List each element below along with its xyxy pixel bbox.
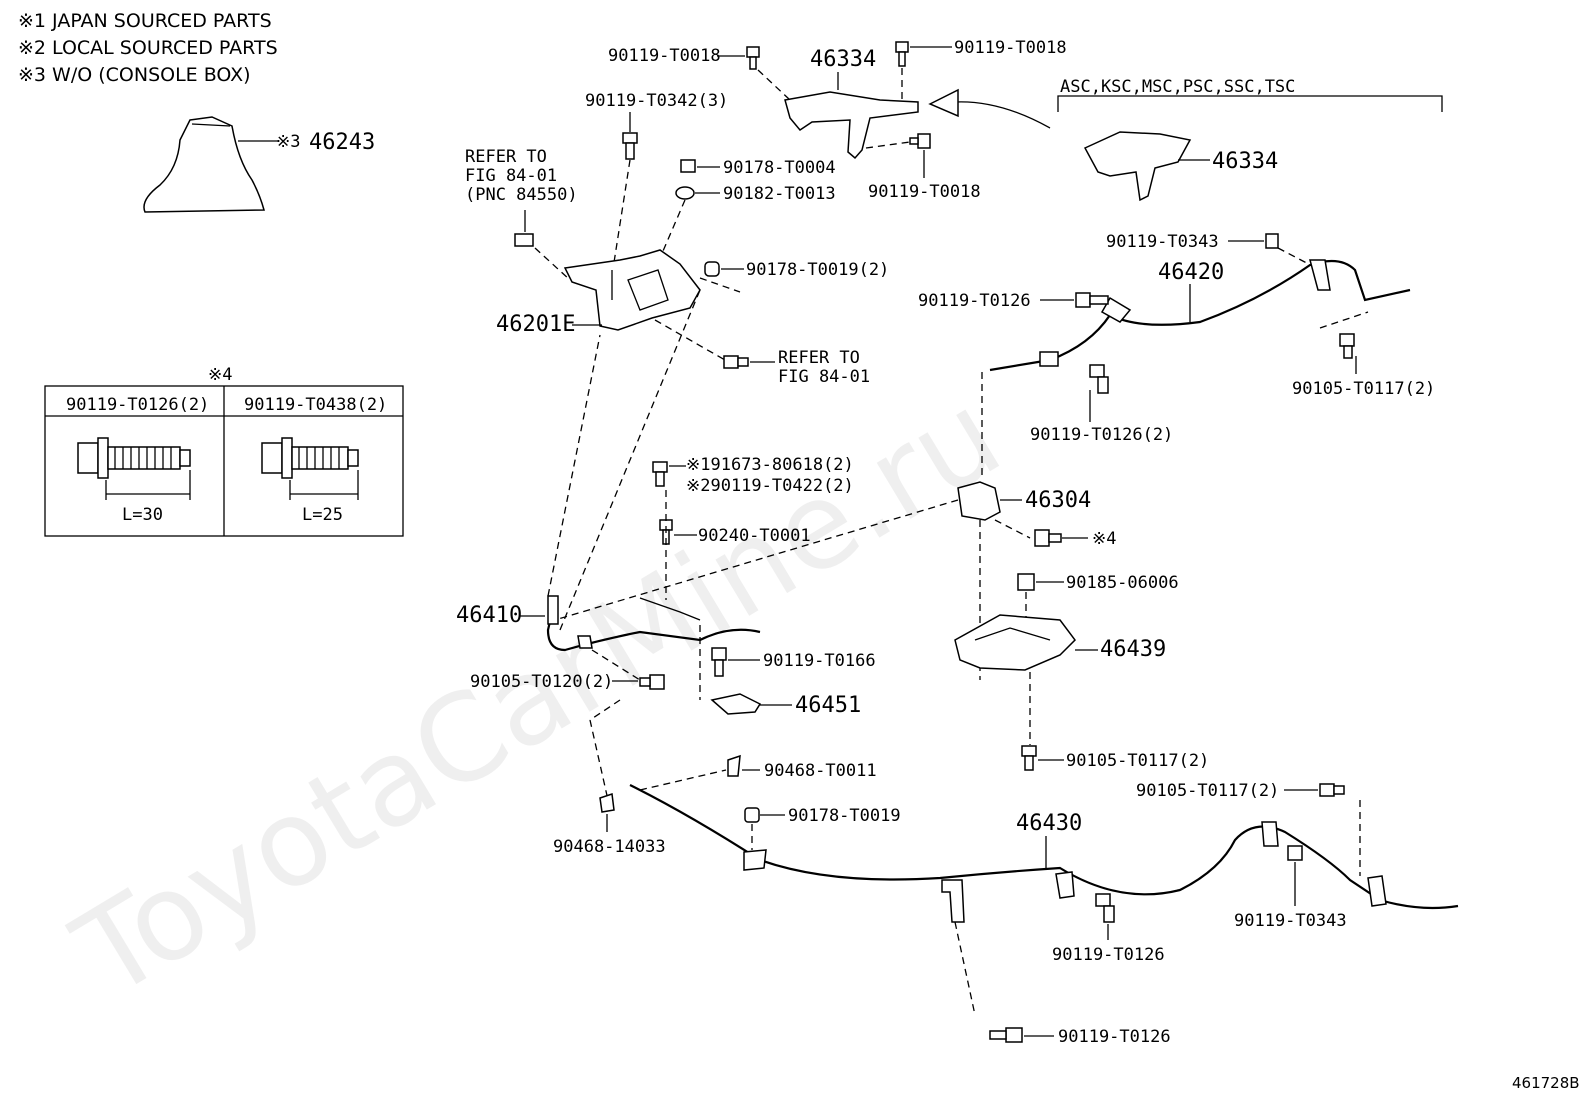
- label-90240-t0001: 90240-T0001: [698, 526, 811, 546]
- note-japan-sourced: ※1 JAPAN SOURCED PARTS: [18, 10, 272, 32]
- clip-icon: [514, 233, 534, 247]
- note-without-console: ※3 W/O (CONSOLE BOX): [18, 64, 251, 86]
- label-90468-14033: 90468-14033: [553, 837, 666, 857]
- ref2-line2: FIG 84-01: [778, 367, 870, 387]
- label-46243: 46243: [309, 130, 375, 155]
- label-90182-t0013: 90182-T0013: [723, 184, 836, 204]
- ref1-line1: REFER TO: [465, 147, 547, 167]
- length-l30: L=30: [122, 505, 163, 525]
- label-90119-t0018-c: 90119-T0018: [868, 182, 981, 202]
- part-46304: 46304 ※4: [554, 481, 1116, 680]
- variant-label: ASC,KSC,MSC,PSC,SSC,TSC: [1060, 77, 1295, 97]
- notes: ※1 JAPAN SOURCED PARTS ※2 LOCAL SOURCED …: [18, 10, 278, 86]
- bolt-icon: [652, 461, 668, 487]
- nut-icon: [1017, 573, 1035, 591]
- label-46304: 46304: [1025, 488, 1091, 513]
- bolt-icon: [895, 41, 909, 67]
- bolt-icon: [1089, 364, 1109, 394]
- variant-46334: ASC,KSC,MSC,PSC,SSC,TSC 46334: [1057, 77, 1443, 202]
- bolt-l25-icon: L=25: [261, 437, 359, 525]
- bolt-icon: [723, 355, 749, 369]
- label-290119-t0422: ※290119-T0422(2): [686, 476, 854, 496]
- watermark: ToyotaCarMine.ru: [52, 366, 1023, 1026]
- bolt-icon: [711, 647, 727, 677]
- bolt-icon: [1095, 893, 1115, 923]
- label-90105-t0117-b: 90105-T0117(2): [1066, 751, 1209, 771]
- label-46334-a: 46334: [810, 47, 876, 72]
- bolt-icon: [1034, 529, 1062, 547]
- ref2-line1: REFER TO: [778, 348, 860, 368]
- bolt-l30-icon: L=30: [77, 437, 191, 525]
- label-90119-t0126-2: 90119-T0126(2): [1030, 425, 1173, 445]
- label-46430: 46430: [1016, 811, 1082, 836]
- label-46439: 46439: [1100, 637, 1166, 662]
- bolt-icon: [1319, 783, 1345, 797]
- label-90119-t0126-c: 90119-T0126: [1058, 1027, 1171, 1047]
- washer-icon: [675, 186, 695, 200]
- bolt-icon: [909, 133, 931, 149]
- part-46201e: 90119-T0342(3) REFER TO FIG 84-01 (PNC 8…: [465, 91, 889, 387]
- mark4-callout: ※4: [1092, 529, 1116, 549]
- nut-icon: [680, 159, 696, 173]
- bolt-icon: [989, 1027, 1023, 1043]
- bolt-icon: [1287, 845, 1303, 861]
- label-90119-t0343-a: 90119-T0343: [1106, 232, 1219, 252]
- label-90119-t0343-b: 90119-T0343: [1234, 911, 1347, 931]
- label-90105-t0117-a: 90105-T0117(2): [1292, 379, 1435, 399]
- bolt-icon: [1075, 292, 1109, 308]
- label-90178-t0004: 90178-T0004: [723, 158, 836, 178]
- label-46410: 46410: [456, 603, 522, 628]
- label-90105-t0117-c: 90105-T0117(2): [1136, 781, 1279, 801]
- nut-icon: [744, 807, 760, 823]
- label-191673-80618: ※191673-80618(2): [686, 455, 854, 475]
- label-46451: 46451: [795, 693, 861, 718]
- label-46201e: 46201E: [496, 312, 575, 337]
- bolt-icon: [622, 132, 638, 160]
- ref1-line3: (PNC 84550): [465, 185, 578, 205]
- part-46420: 90119-T0343 46420 90119-T0126 90119-T012…: [918, 232, 1435, 480]
- figure-id: 461728B: [1512, 1074, 1580, 1092]
- label-90178-t0019-2: 90178-T0019(2): [746, 260, 889, 280]
- note-local-sourced: ※2 LOCAL SOURCED PARTS: [18, 37, 278, 59]
- label-90105-t0120: 90105-T0120(2): [470, 672, 613, 692]
- label-46420: 46420: [1158, 260, 1224, 285]
- length-l25: L=25: [302, 505, 343, 525]
- bolt-icon: [1339, 333, 1355, 359]
- label-90119-t0018-a: 90119-T0018: [608, 46, 721, 66]
- label-46334-b: 46334: [1212, 149, 1278, 174]
- ref1-line2: FIG 84-01: [465, 166, 557, 186]
- label-90119-t0166: 90119-T0166: [763, 651, 876, 671]
- table-mark: ※4: [208, 365, 232, 385]
- label-90119-t0126-a: 90119-T0126: [918, 291, 1031, 311]
- part-46430: 90468-T0011 90468-14033 90178-T0019 4643…: [553, 754, 1459, 1047]
- bolt-icon: [746, 46, 760, 70]
- label-90178-t0019: 90178-T0019: [788, 806, 901, 826]
- bolt-length-table: ※4 90119-T0126(2) 90119-T0438(2) L=30: [44, 365, 404, 537]
- part-46334-main: 90119-T0018 46334 90119-T0018 90119-T001…: [608, 38, 1067, 202]
- label-90119-t0342: 90119-T0342(3): [585, 91, 728, 111]
- bolt-icon: [1265, 233, 1279, 249]
- table-col2-header: 90119-T0438(2): [244, 395, 387, 415]
- bolt-icon: [639, 674, 665, 690]
- label-90185-06006: 90185-06006: [1066, 573, 1179, 593]
- part-46439: 90185-06006 46439 90105-T0117(2): [954, 573, 1209, 771]
- mark-46243: ※3: [276, 132, 300, 152]
- label-90119-t0018-b: 90119-T0018: [954, 38, 1067, 58]
- label-90119-t0126-b: 90119-T0126: [1052, 945, 1165, 965]
- part-46410: 46410 90105-T0120(2) ※191673-80618(2) ※2…: [456, 289, 876, 801]
- nut-icon: [704, 261, 720, 277]
- table-col1-header: 90119-T0126(2): [66, 395, 209, 415]
- bolt-icon: [1021, 745, 1037, 771]
- label-90468-t0011: 90468-T0011: [764, 761, 877, 781]
- part-46243: ※3 46243: [143, 116, 375, 213]
